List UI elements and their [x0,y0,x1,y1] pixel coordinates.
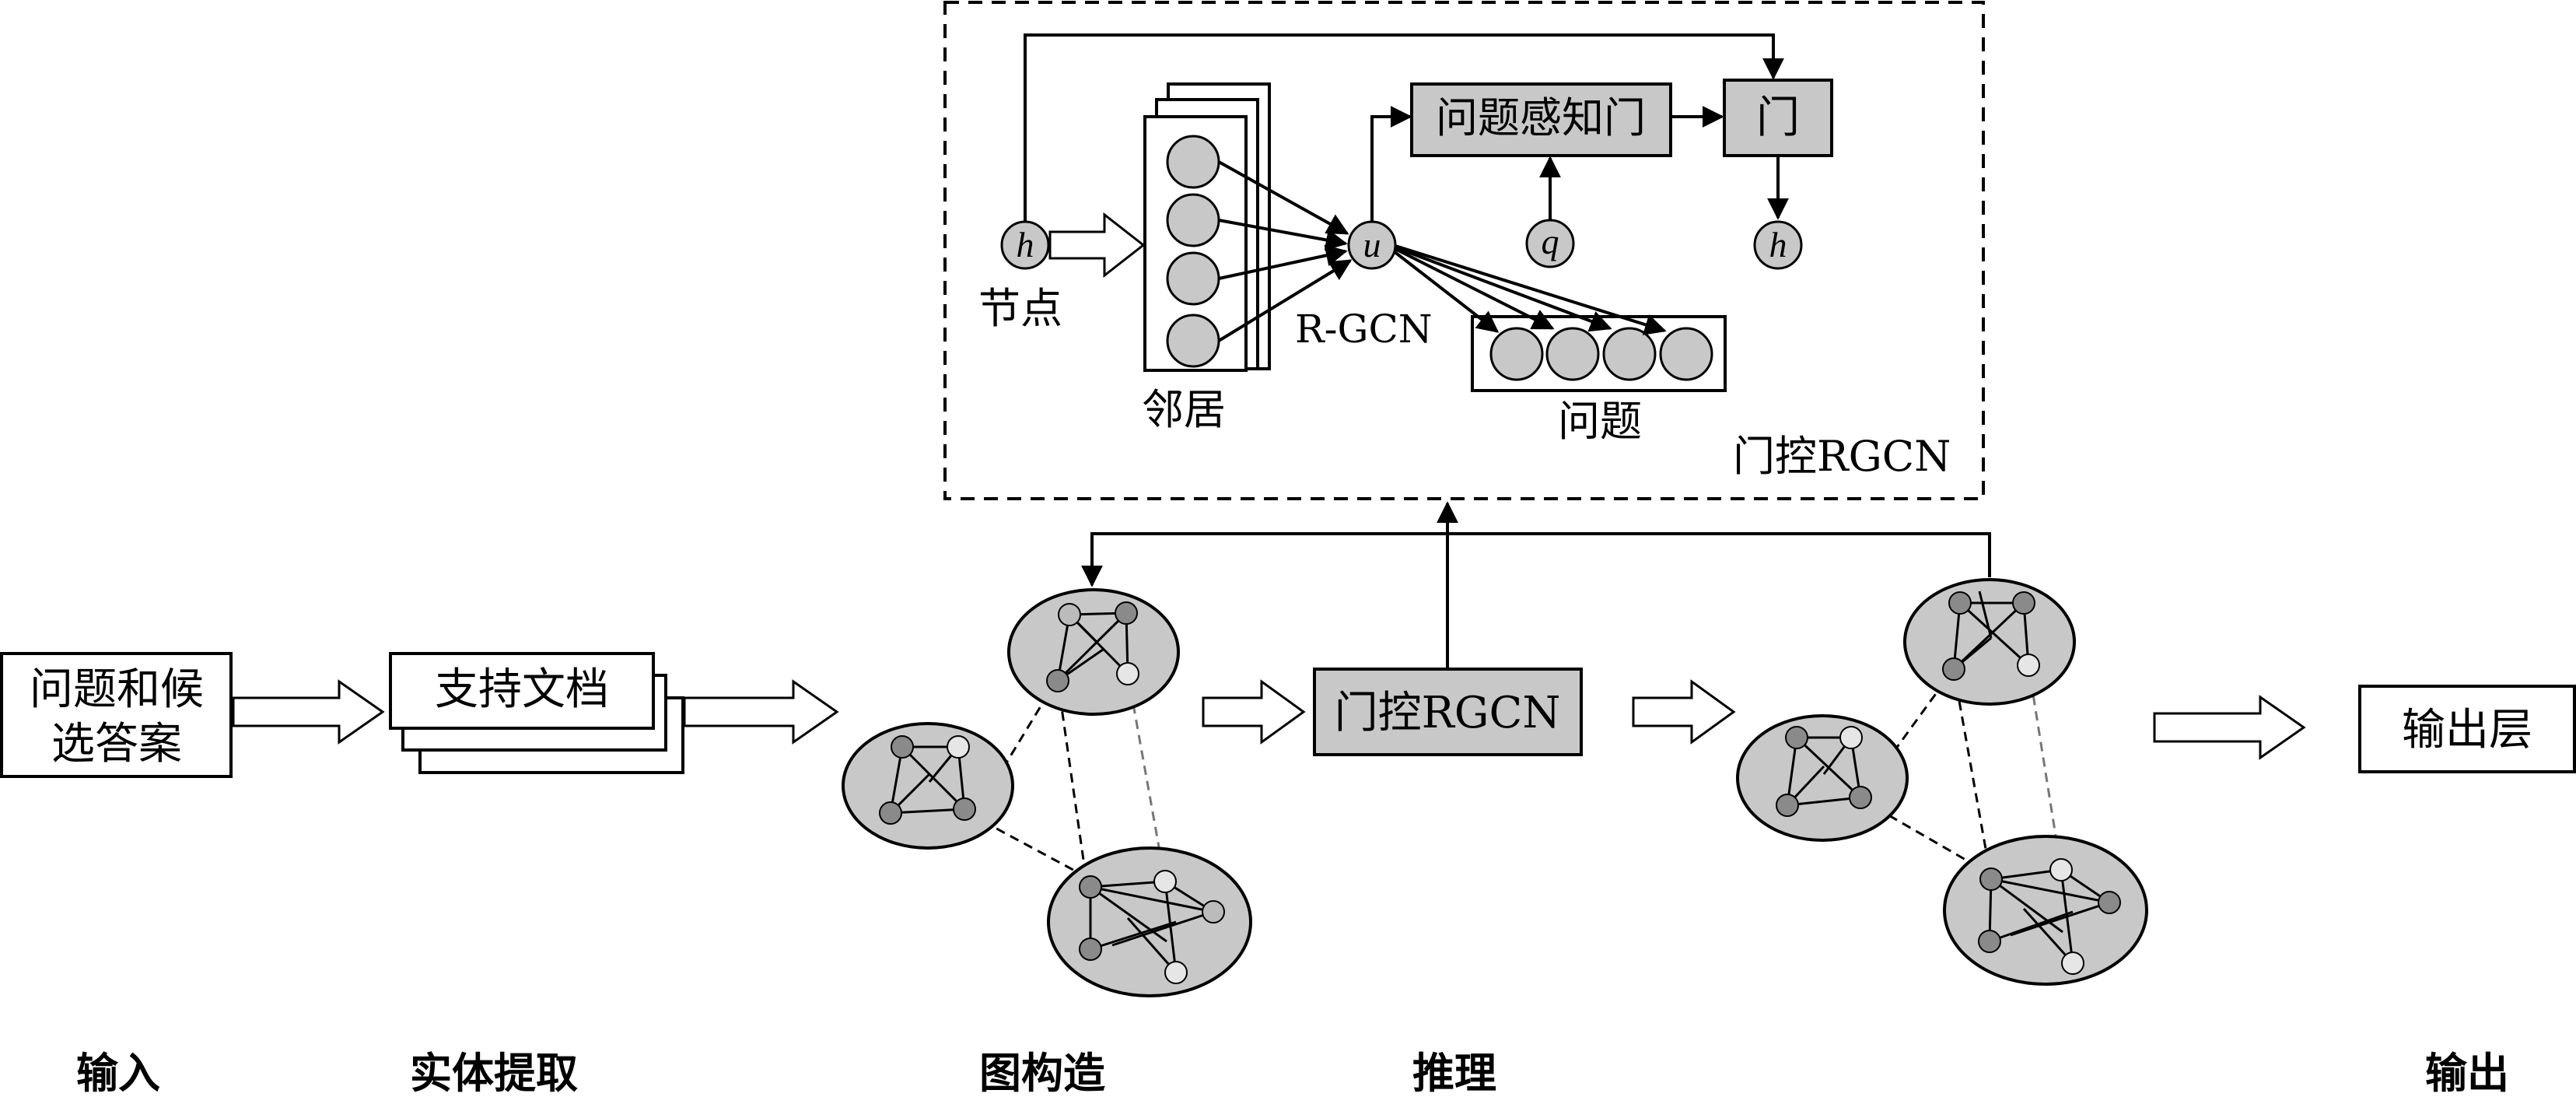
neighbor-to-u-arrows [1217,160,1353,342]
stage-entity-extraction: 实体提取 [410,1049,578,1098]
node-h: h [1000,220,1050,270]
node-h-symbol: h [1017,225,1034,265]
input-box [0,652,233,778]
node-h-out: h [1753,220,1803,270]
neighbor-label: 邻居 [1142,385,1226,434]
u-to-question-arrows [1392,244,1667,335]
docs-to-graph-arrow [683,679,839,745]
neighbor-stack [1143,82,1271,372]
docs-stack [389,652,684,774]
h-to-gate-line [1024,33,1784,222]
node-label: 节点 [978,284,1062,333]
rgcn-label: R-GCN [1295,307,1433,352]
gated-rgcn-panel [943,1,1985,500]
docs-label: 支持文档 [435,664,609,715]
rgcn-to-graph2-arrow [1632,679,1736,745]
node-q: q [1525,219,1575,268]
u-to-question-gate-line [1370,106,1412,222]
question-label: 问题 [1558,397,1642,446]
graph2-to-output-arrow [2153,695,2306,760]
gate-label: 门 [1756,93,1800,143]
output-label: 输出层 [2402,705,2532,755]
question-gate-box [1410,82,1672,157]
panel-title: 门控RGCN [1733,432,1951,481]
graph-to-rgcn-arrow [1202,679,1306,745]
output-box [2358,685,2576,773]
input-line-2: 选答案 [51,719,182,769]
node-h-out-symbol: h [1769,225,1787,265]
node-u: u [1347,220,1397,270]
stage-output: 输出 [2425,1049,2509,1098]
graph-construction [842,588,1252,997]
loop-line [1081,532,1991,587]
stage-graph-construction: 图构造 [979,1049,1105,1098]
node-q-symbol: q [1542,222,1559,261]
question-gate-label: 问题感知门 [1436,93,1646,142]
stage-reasoning: 推理 [1412,1049,1496,1098]
input-to-docs-arrow [232,679,385,745]
h-to-neighbor-arrow [1048,212,1146,279]
question-circles [1489,327,1713,381]
rgcn-box-label: 门控RGCN [1335,688,1561,738]
input-line-1: 问题和候 [30,664,204,715]
node-u-symbol: u [1363,225,1381,265]
stage-input: 输入 [76,1049,160,1098]
graph-reasoning [1736,578,2148,986]
